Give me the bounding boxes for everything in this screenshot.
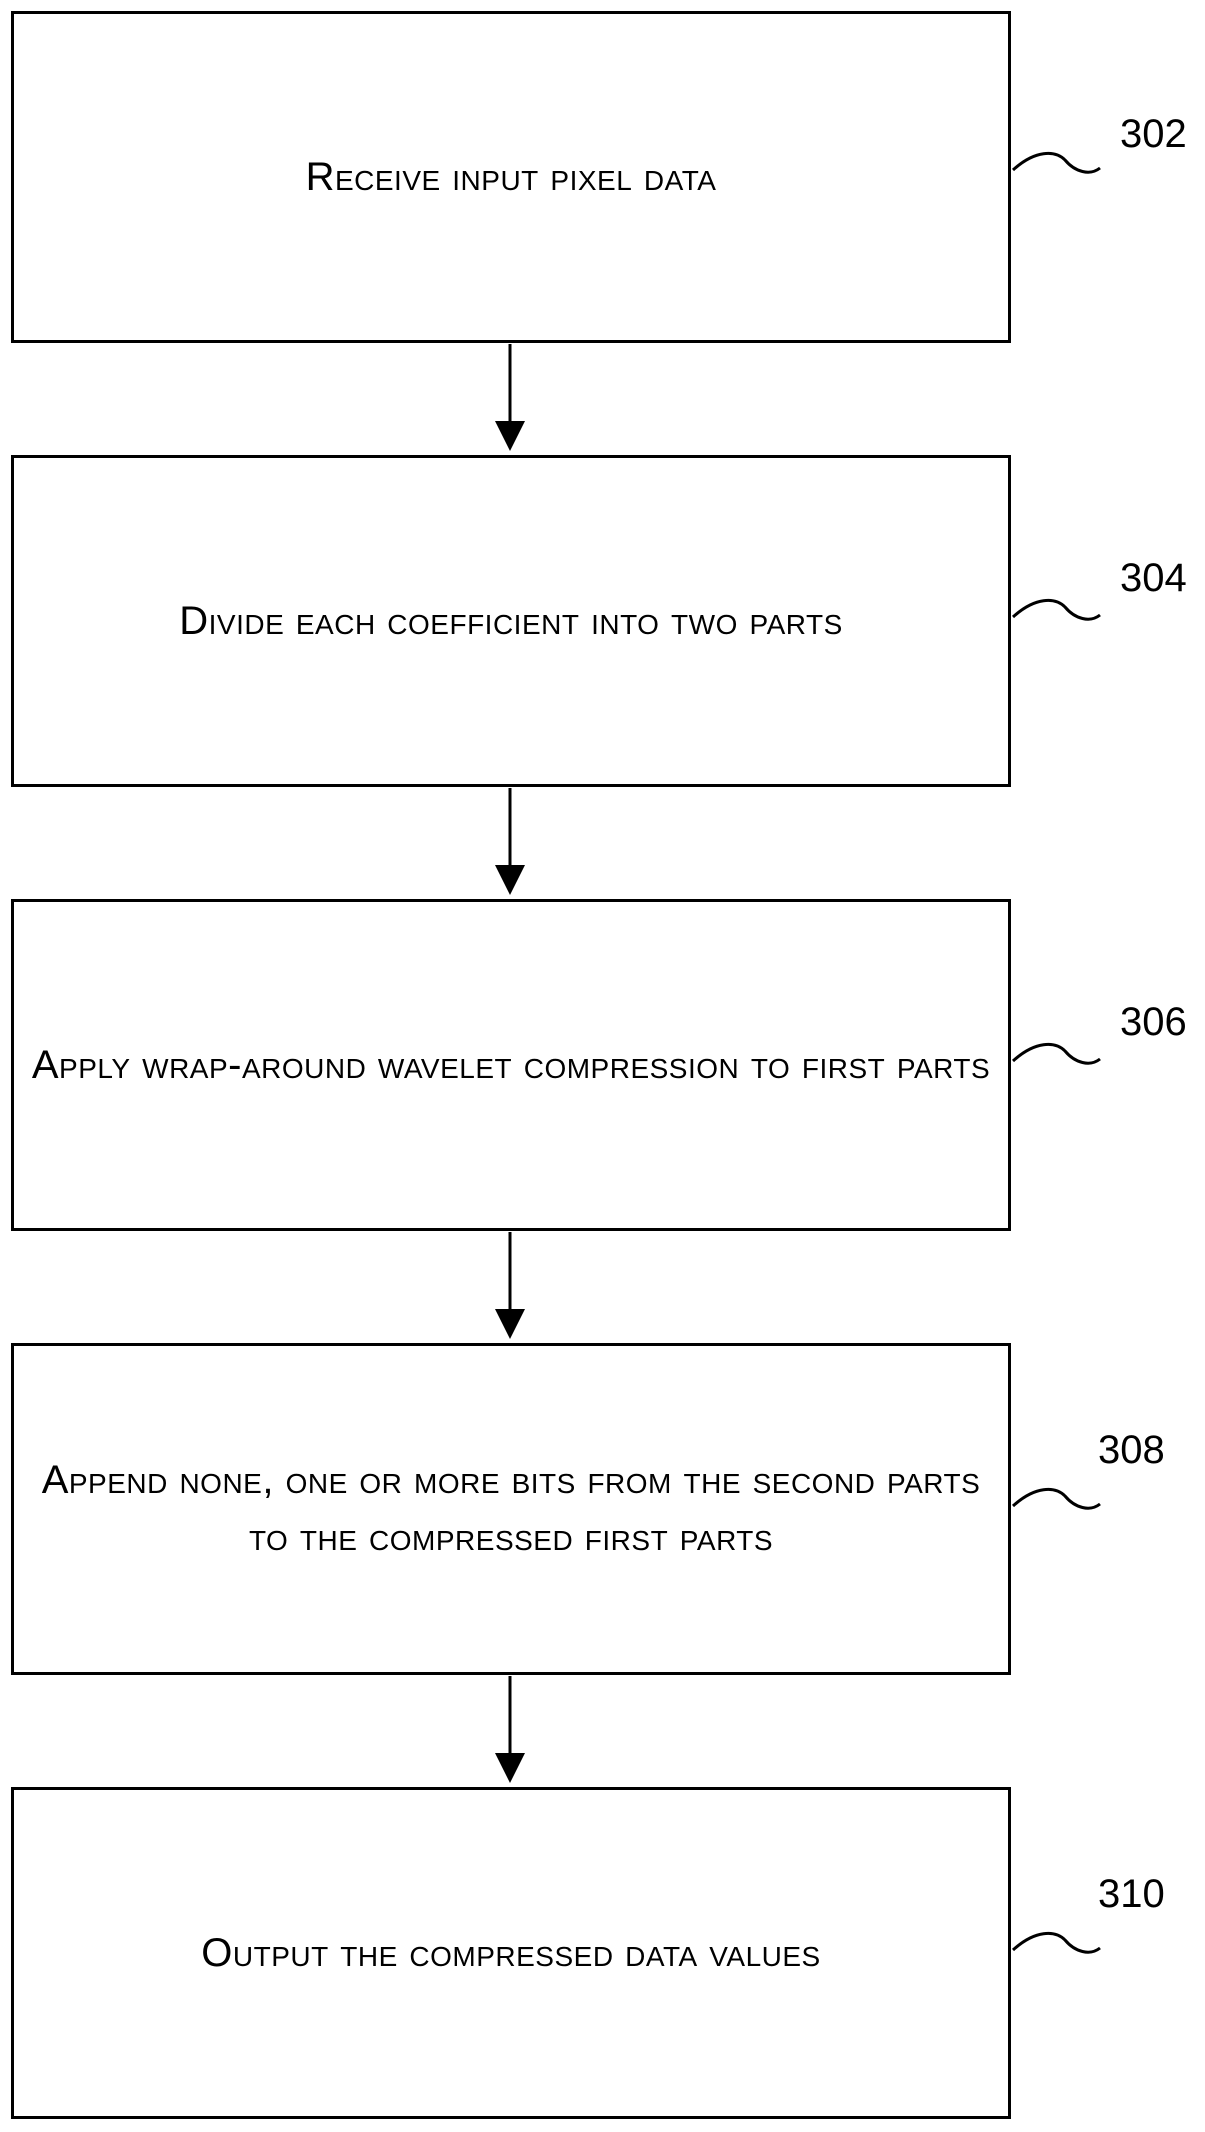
step-text: Apply wrap-around wavelet compression to… [31, 1037, 991, 1094]
ref-label-304: 304 [1120, 556, 1187, 601]
ref-label-306: 306 [1120, 1000, 1187, 1045]
leader-line-302 [1013, 153, 1100, 172]
step-box-302: Receive input pixel data [11, 11, 1011, 343]
ref-label-310: 310 [1098, 1872, 1165, 1917]
leader-line-306 [1013, 1044, 1100, 1063]
step-box-306: Apply wrap-around wavelet compression to… [11, 899, 1011, 1231]
leader-line-310 [1013, 1933, 1100, 1952]
step-text: Output the compressed data values [31, 1925, 991, 1982]
ref-label-308: 308 [1098, 1428, 1165, 1473]
step-text: Divide each coefficient into two parts [31, 593, 991, 650]
leader-line-304 [1013, 600, 1100, 619]
leader-line-308 [1013, 1489, 1100, 1508]
step-box-304: Divide each coefficient into two parts [11, 455, 1011, 787]
ref-label-302: 302 [1120, 112, 1187, 157]
step-text: Receive input pixel data [31, 149, 991, 206]
step-box-310: Output the compressed data values [11, 1787, 1011, 2119]
step-box-308: Append none, one or more bits from the s… [11, 1343, 1011, 1675]
step-text: Append none, one or more bits from the s… [31, 1452, 991, 1566]
